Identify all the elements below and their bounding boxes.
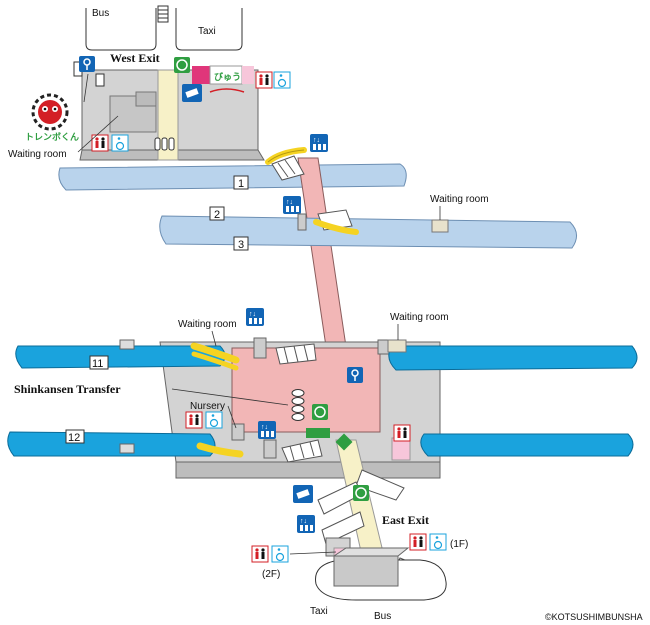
mascot-name: トレンボくん xyxy=(25,131,79,142)
platform-11: 11 xyxy=(15,339,638,371)
mascot-trenbo-kun: トレンボくん xyxy=(25,93,79,142)
wheelchair-icon xyxy=(273,71,291,89)
overpass-corridor xyxy=(297,157,349,361)
west-exit-corridor xyxy=(157,69,179,161)
wheelchair-icon xyxy=(205,411,223,429)
wheelchair-icon xyxy=(271,545,289,563)
waiting-room-right xyxy=(387,339,407,353)
svg-text:↑↓: ↑↓ xyxy=(300,518,307,525)
west-shops: びゅう xyxy=(192,65,254,93)
wheelchair-icon xyxy=(429,533,447,551)
platform-3-number: 3 xyxy=(238,239,244,251)
ticket-office-icon xyxy=(353,485,369,501)
waiting-room-left-label: Waiting room xyxy=(178,319,237,330)
platform-1-number: 1 xyxy=(238,178,244,190)
escalator-p11 xyxy=(190,342,317,371)
svg-text:↑↓: ↑↓ xyxy=(249,311,256,318)
svg-text:↑↓: ↑↓ xyxy=(261,424,268,431)
east-exit-label: East Exit xyxy=(382,513,429,527)
platform-1: 1 xyxy=(58,163,407,191)
platform-2-3: 2 3 xyxy=(159,206,577,251)
copyright-credit: ©KOTSUSHIMBUNSHA xyxy=(545,612,643,622)
waiting-room-mid-label: Waiting room xyxy=(430,194,489,205)
restroom-icon xyxy=(185,411,203,429)
elevator-icon: ↑↓ xyxy=(310,134,328,152)
transfer-gates xyxy=(291,389,305,421)
coin-locker-icon xyxy=(79,56,95,72)
taxi-label-bottom: Taxi xyxy=(310,606,328,617)
west-exit-label: West Exit xyxy=(110,51,160,65)
floor-2f-label: (2F) xyxy=(262,569,280,580)
ticket-machine-icon xyxy=(182,84,202,102)
ticket-window xyxy=(306,428,330,438)
svg-text:↑↓: ↑↓ xyxy=(286,199,293,206)
east-plaza xyxy=(315,547,447,601)
restroom-icon xyxy=(393,424,411,442)
elevator-icon: ↑↓ xyxy=(283,196,301,214)
taxi-label-top: Taxi xyxy=(198,26,216,37)
elevator-icon: ↑↓ xyxy=(297,515,315,533)
bus-label-bottom: Bus xyxy=(374,611,391,622)
escalator-p1 xyxy=(265,147,307,181)
platform-12: 12 xyxy=(7,429,634,457)
ticket-office-icon xyxy=(174,57,190,73)
restroom-icon xyxy=(91,134,109,152)
svg-text:↑↓: ↑↓ xyxy=(313,137,320,144)
shinkansen-transfer-label: Shinkansen Transfer xyxy=(14,382,121,396)
ticket-office-icon xyxy=(312,404,328,420)
elevator-icon: ↑↓ xyxy=(246,308,264,326)
waiting-room-right-label: Waiting room xyxy=(390,312,449,323)
west-road-area xyxy=(85,5,243,51)
wheelchair-icon xyxy=(111,134,129,152)
restroom-icon xyxy=(409,533,427,551)
platform-12-number: 12 xyxy=(68,432,80,444)
restroom-icon xyxy=(255,71,273,89)
platform-2-number: 2 xyxy=(214,209,220,221)
bus-label-top: Bus xyxy=(92,8,109,19)
escalator-p12 xyxy=(196,423,323,463)
ticket-gates xyxy=(154,137,175,151)
police-box-icon xyxy=(347,367,363,383)
platform-11-number: 11 xyxy=(92,358,103,370)
elevator-icon: ↑↓ xyxy=(258,421,276,439)
ticket-machine-icon xyxy=(293,485,313,503)
escalator-p2 xyxy=(297,209,359,235)
nursery-label: Nursery xyxy=(190,401,225,412)
svg-text:びゅう: びゅう xyxy=(214,71,241,82)
restroom-icon xyxy=(251,545,269,563)
waiting-room-west-label: Waiting room xyxy=(8,149,67,160)
floor-1f-label: (1F) xyxy=(450,539,468,550)
